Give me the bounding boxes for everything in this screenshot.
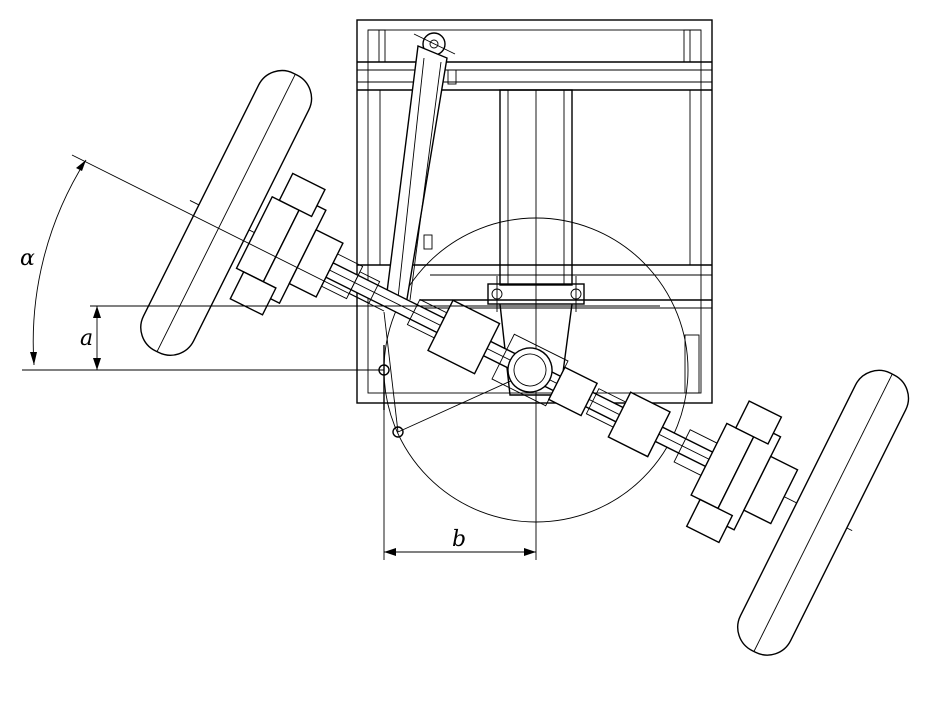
a-dimension: a [80, 305, 660, 370]
axle-assembly [140, 69, 910, 656]
machine-frame [356, 19, 713, 404]
b-label: b [452, 527, 466, 552]
a-label: a [80, 326, 93, 351]
central-column [487, 89, 585, 560]
right-hub [585, 388, 799, 544]
right-wheel [737, 369, 910, 656]
alpha-label: α [20, 246, 35, 271]
b-dimension: b [384, 527, 536, 556]
alpha-dimension: α [20, 154, 385, 371]
left-hub [229, 172, 381, 316]
left-wheel [140, 69, 313, 356]
steering-link [385, 32, 457, 306]
